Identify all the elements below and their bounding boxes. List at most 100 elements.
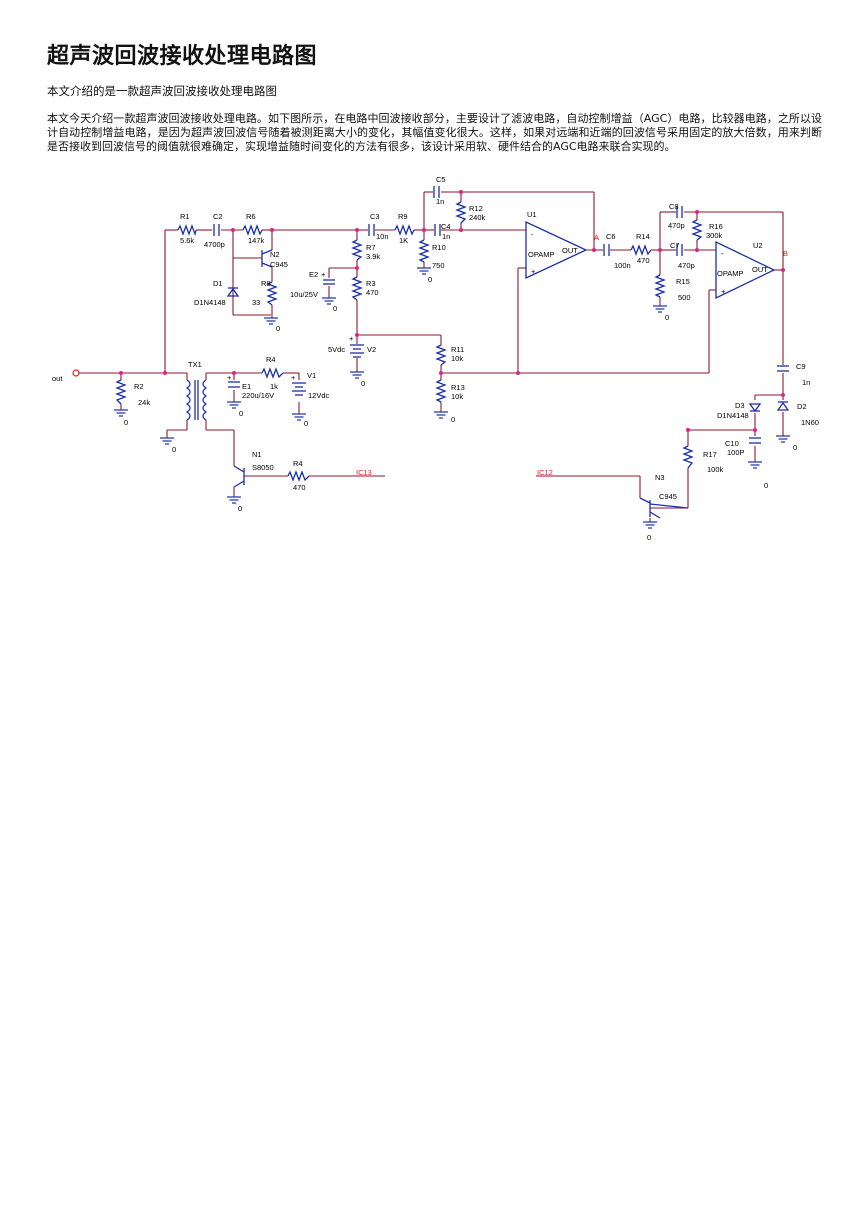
svg-text:+: + <box>291 373 296 382</box>
svg-text:+: + <box>321 270 326 279</box>
n3-transistor <box>639 497 689 519</box>
label-e1-val: 220u/16V <box>242 391 274 400</box>
label-c8: C8 <box>669 202 679 211</box>
label-d3-val: D1N4148 <box>717 411 749 420</box>
c2-capacitor <box>213 224 220 236</box>
gnd-label: 0 <box>238 504 242 513</box>
label-c4: C4 <box>441 222 451 231</box>
label-r10: R10 <box>432 243 446 252</box>
label-v2-val: 5Vdc <box>328 345 345 354</box>
label-r4a-val: 1k <box>270 382 278 391</box>
label-c2: C2 <box>213 212 223 221</box>
r7-resistor <box>351 239 363 261</box>
label-ic12: IC12 <box>537 468 553 477</box>
u2-opamp <box>715 240 776 300</box>
label-d1: D1 <box>213 279 223 288</box>
svg-text:+: + <box>721 287 726 296</box>
d3-diode <box>748 403 762 413</box>
r9-resistor <box>394 224 415 236</box>
label-c6-val: 100n <box>614 261 631 270</box>
label-v1: V1 <box>307 371 316 380</box>
out-terminal <box>72 369 80 377</box>
n1-transistor <box>233 465 245 488</box>
tx1-transformer <box>185 379 208 421</box>
svg-text:-: - <box>531 230 534 239</box>
label-n1: N1 <box>252 450 262 459</box>
label-r11-val: 10k <box>451 354 463 363</box>
label-n2-val: C945 <box>270 260 288 269</box>
u1-opamp <box>525 220 588 280</box>
label-r15: R15 <box>676 277 690 286</box>
gnd-label: 0 <box>647 533 651 542</box>
c5-capacitor <box>433 186 440 198</box>
labels: out R1 5.6k C2 4700p R6 147k N2 C945 D1 … <box>52 175 819 542</box>
label-c4-val: 1n <box>442 232 450 241</box>
c6-capacitor <box>603 244 610 256</box>
r13-resistor <box>435 379 447 403</box>
label-r13: R13 <box>451 383 465 392</box>
e2-capacitor <box>323 279 335 285</box>
label-r14-val: 470 <box>637 256 650 265</box>
svg-text:-: - <box>721 249 724 258</box>
label-d1-val: D1N4148 <box>194 298 226 307</box>
r16-resistor <box>691 219 703 241</box>
page-title: 超声波回波接收处理电路图 <box>47 44 318 69</box>
label-d3: D3 <box>735 401 745 410</box>
label-r10-val: 750 <box>432 261 445 270</box>
label-r12: R12 <box>469 204 483 213</box>
label-u2-out: OUT <box>752 265 768 274</box>
label-r6: R6 <box>246 212 256 221</box>
label-e1: E1 <box>242 382 251 391</box>
label-n3-val: C945 <box>659 492 677 501</box>
label-c10: C10 <box>725 439 739 448</box>
r4b-resistor <box>287 470 310 482</box>
label-c5-val: 1n <box>436 197 444 206</box>
article-paragraph: 本文今天介绍一款超声波回波接收处理电路。如下图所示，在电路中回波接收部分，主要设… <box>47 112 822 153</box>
label-r17-val: 100k <box>707 465 724 474</box>
label-r16-val: 300k <box>706 231 723 240</box>
label-c7: C7 <box>670 241 680 250</box>
wires <box>79 191 784 522</box>
label-r8: R8 <box>261 279 271 288</box>
c9-capacitor <box>777 365 789 372</box>
label-r9-val: 1K <box>399 236 408 245</box>
label-r9: R9 <box>398 212 408 221</box>
r14-resistor <box>630 244 652 256</box>
label-node-b: B <box>783 249 788 258</box>
label-n2: N2 <box>270 250 280 259</box>
label-r4b-val: 470 <box>293 483 306 492</box>
label-ic13: IC13 <box>356 468 372 477</box>
gnd-label: 0 <box>428 275 432 284</box>
label-out: out <box>52 374 63 383</box>
label-c3: C3 <box>370 212 380 221</box>
label-d2: D2 <box>797 402 807 411</box>
label-u2-opamp: OPAMP <box>717 269 744 278</box>
label-r2-val: 24k <box>138 398 150 407</box>
gnd-label: 0 <box>124 418 128 427</box>
junctions <box>119 190 785 432</box>
label-c5: C5 <box>436 175 446 184</box>
v2-battery <box>350 344 364 358</box>
svg-text:+: + <box>349 334 354 343</box>
label-e2-val: 10u/25V <box>290 290 318 299</box>
label-r15-val: 500 <box>678 293 691 302</box>
label-c9: C9 <box>796 362 806 371</box>
r11-resistor <box>435 344 447 366</box>
label-r12-val: 240k <box>469 213 486 222</box>
circuit-diagram: + + + + - + - + out R1 5.6k C2 4700p R6 … <box>52 175 819 542</box>
label-r7-val: 3.9k <box>366 252 380 261</box>
r17-resistor <box>682 445 694 469</box>
label-r7: R7 <box>366 243 376 252</box>
label-u1: U1 <box>527 210 537 219</box>
label-r3-val: 470 <box>366 288 379 297</box>
label-r3: R3 <box>366 279 376 288</box>
svg-text:+: + <box>227 373 232 382</box>
gnd-label: 0 <box>276 324 280 333</box>
label-n3: N3 <box>655 473 665 482</box>
gnd-label: 0 <box>793 443 797 452</box>
svg-text:+: + <box>531 267 536 276</box>
label-r14: R14 <box>636 232 650 241</box>
c8-capacitor <box>676 206 683 218</box>
c3-capacitor <box>368 224 375 236</box>
label-u1-out: OUT <box>562 246 578 255</box>
